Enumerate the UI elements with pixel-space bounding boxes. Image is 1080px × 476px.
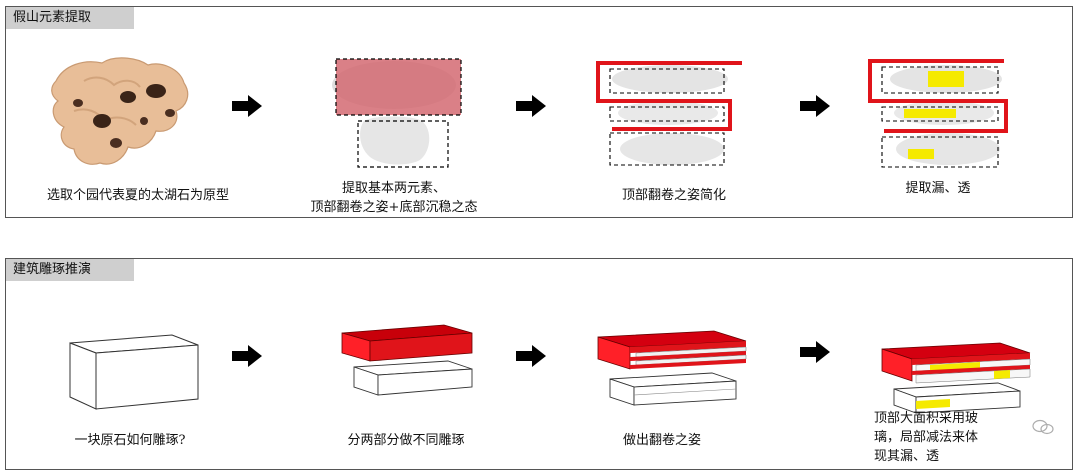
right-arrow-icon (516, 345, 546, 367)
caption-step-8-line-2: 璃，局部减法来体 (874, 430, 979, 445)
right-arrow-icon (232, 95, 262, 117)
caption-step-6: 分两部分做不同雕琢 (347, 433, 465, 448)
rock-extraction-panel: 假山元素提取 选取个园代表夏的太湖石为原型 提取基本两元素、 顶部翻卷之姿+底部… (5, 6, 1073, 218)
caption-step-1: 选取个园代表夏的太湖石为原型 (46, 188, 229, 203)
caption-step-3: 顶部翻卷之姿简化 (621, 188, 726, 203)
wechat-icon (1032, 419, 1054, 435)
curl-simplified-diagram (592, 59, 742, 171)
caption-step-5: 一块原石如何雕琢? (74, 433, 186, 448)
caption-step-8-line-3: 现其漏、透 (874, 449, 940, 464)
right-arrow-icon (800, 341, 830, 363)
caption-step-8-line-1: 顶部大面积采用玻 (874, 411, 979, 426)
right-arrow-icon (232, 345, 262, 367)
building-sculpting-panel: 建筑雕琢推演 一块原石如何雕琢? 分两部分做不同雕琢 (5, 258, 1073, 470)
taihu-rock-image (44, 51, 194, 171)
panel-title: 假山元素提取 (6, 7, 134, 29)
right-arrow-icon (800, 95, 830, 117)
raw-block-diagram (66, 331, 206, 411)
glass-subtraction-diagram (880, 341, 1040, 421)
caption-step-4: 提取漏、透 (905, 181, 971, 196)
caption-step-2-line-2: 顶部翻卷之姿+底部沉稳之态 (310, 200, 478, 215)
caption-step-7: 做出翻卷之姿 (622, 433, 701, 448)
two-elements-diagram (324, 55, 464, 170)
leak-transparency-diagram (868, 57, 1018, 171)
right-arrow-icon (516, 95, 546, 117)
curl-form-diagram (596, 325, 756, 435)
split-block-diagram (340, 321, 480, 431)
panel-title: 建筑雕琢推演 (6, 259, 134, 281)
caption-step-2-line-1: 提取基本两元素、 (341, 181, 446, 196)
